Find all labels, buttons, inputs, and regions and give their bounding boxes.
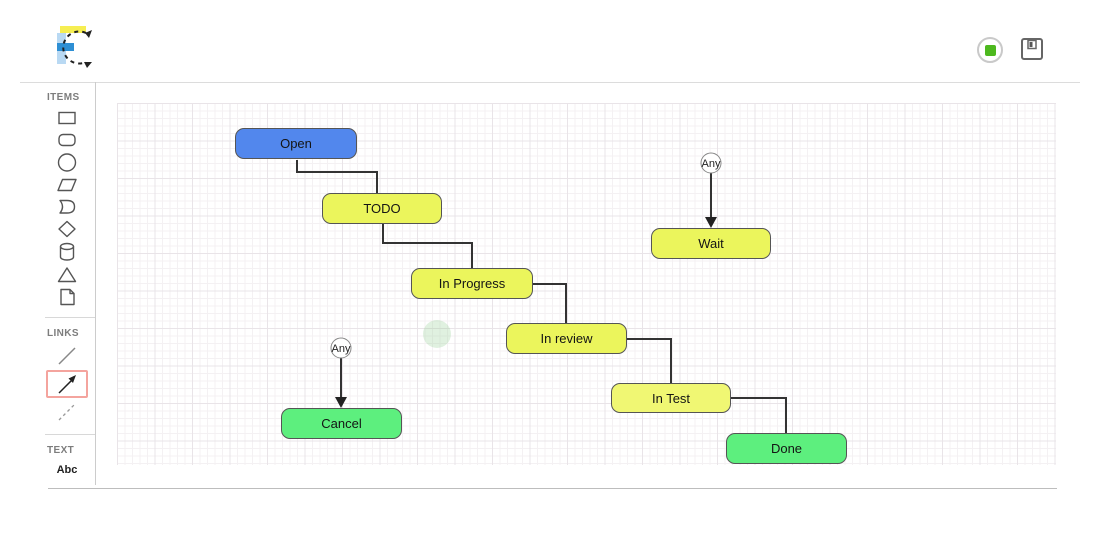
tool-rectangle[interactable] [56,108,78,128]
tool-document[interactable] [56,287,78,307]
arrow-line-icon [58,375,76,394]
node-in-review[interactable]: In review [506,323,627,354]
node-label: TODO [363,201,401,216]
node-in-test[interactable]: In Test [611,383,731,413]
any-label: Any [702,158,721,170]
tool-dashed-line[interactable] [53,400,81,424]
logo-dashed-c [62,30,87,65]
tool-database[interactable] [56,241,78,263]
line-icon [58,347,76,365]
node-label: Cancel [321,416,362,431]
bottom-divider-line [48,488,1057,489]
green-square-icon [984,44,996,56]
tool-arrow-line[interactable] [46,370,88,398]
tool-display[interactable] [56,197,78,217]
node-label: Done [770,441,803,456]
node-label: In Test [651,390,691,406]
connector-in-test-to-done[interactable] [731,397,787,433]
node-label: In Progress [438,276,506,291]
sidebar-divider-line [95,82,96,485]
node-label: Wait [698,236,724,251]
rectangle-icon [58,111,76,125]
save-button[interactable] [1019,37,1045,63]
header-divider [20,82,1080,83]
node-in-progress[interactable]: In Progress [411,268,533,299]
display-shape-icon [59,199,76,214]
tool-ellipse[interactable] [56,152,78,173]
any-marker-2[interactable]: Any [330,337,352,359]
triangle-icon [57,267,77,283]
links-section-label: LINKS [47,328,79,339]
status-indicator-button[interactable] [977,37,1003,63]
any-marker-1[interactable]: Any [700,152,722,174]
dashed-line-icon [58,403,76,421]
logo-yellow-bar [60,26,86,33]
connector-in-progress-to-in-review[interactable] [533,283,567,323]
node-done[interactable]: Done [726,433,847,464]
logo-blue-bar [57,43,74,51]
floppy-disk-icon [1021,38,1043,60]
connector-in-review-to-in-test[interactable] [627,338,672,383]
any-circle[interactable] [700,152,722,174]
tool-rounded-rectangle[interactable] [56,130,78,150]
tool-line[interactable] [53,344,81,368]
ellipse-icon [57,153,77,172]
any-label: Any [332,343,351,355]
node-cancel[interactable]: Cancel [281,408,402,439]
node-label: In review [540,331,593,346]
connector-todo-to-in-progress[interactable] [382,224,473,268]
node-wait[interactable]: Wait [651,228,771,259]
rounded-rectangle-icon [58,133,76,147]
node-todo[interactable]: TODO [322,193,442,224]
tool-triangle[interactable] [56,265,78,285]
text-section-label: TEXT [47,445,75,456]
section-divider [45,317,95,318]
app-logo [50,22,96,72]
node-label: Open [280,136,312,151]
connector-open-to-todo[interactable] [296,160,378,193]
highlight-spot [423,320,451,348]
tool-text[interactable]: Abc [56,464,78,476]
diamond-icon [58,220,76,238]
document-icon [60,288,75,306]
database-cylinder-icon [59,242,75,261]
items-section-label: ITEMS [47,92,80,103]
parallelogram-icon [57,178,77,192]
tool-diamond[interactable] [56,219,78,239]
tool-parallelogram[interactable] [56,175,78,195]
node-open[interactable]: Open [235,128,357,159]
tool-palette: ITEMS LINK [0,82,95,477]
section-divider [45,434,95,435]
any-circle[interactable] [330,337,352,359]
